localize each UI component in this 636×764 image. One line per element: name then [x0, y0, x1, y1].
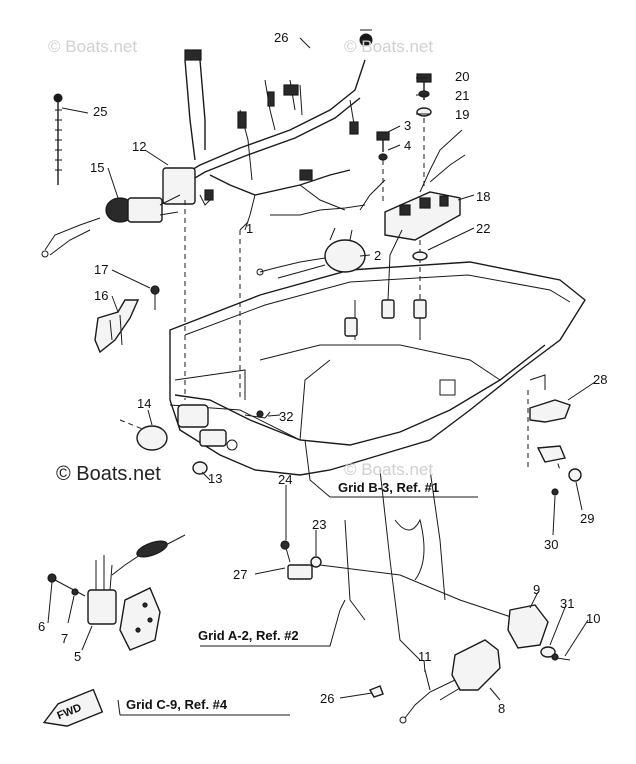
- part-number: 7: [61, 631, 69, 646]
- rectifier-18: [319, 129, 466, 301]
- clamp-28: [529, 399, 582, 496]
- part-number: 12: [132, 139, 147, 154]
- part-number: 13: [208, 471, 223, 486]
- cdi-unit-5: [47, 534, 186, 651]
- part-number: 17: [94, 262, 109, 277]
- part-number: 31: [560, 596, 575, 611]
- part-number: 22: [476, 221, 491, 236]
- part-number: 21: [455, 88, 470, 103]
- callout-grid-a2: Grid A-2, Ref. #2: [198, 628, 299, 643]
- fwd-arrow: [42, 688, 104, 727]
- part-number: 23: [312, 517, 327, 532]
- part-number: 5: [74, 649, 82, 664]
- grommet-14: [136, 425, 208, 475]
- part-number: 14: [137, 396, 152, 411]
- part-number: 16: [94, 288, 109, 303]
- bracket-23: [280, 540, 322, 580]
- part-number: 9: [533, 582, 541, 597]
- cable-25: [53, 93, 63, 185]
- part-number: 3: [404, 118, 412, 133]
- watermark: © Boats.net: [344, 37, 434, 56]
- part-number: 25: [93, 104, 108, 119]
- watermark: © Boats.net: [48, 37, 138, 56]
- part-number: 1: [246, 221, 254, 236]
- part-number: 27: [233, 567, 248, 582]
- part-number: 6: [38, 619, 46, 634]
- part-number: 15: [90, 160, 105, 175]
- part-number: 28: [593, 372, 608, 387]
- part-number: 8: [498, 701, 506, 716]
- part-leaders: [47, 37, 596, 701]
- part-number: 29: [580, 511, 595, 526]
- callout-grid-b3: Grid B-3, Ref. #1: [338, 480, 440, 495]
- part-number: 24: [278, 472, 293, 487]
- bracket-16: [94, 285, 160, 354]
- part-number: 32: [279, 409, 294, 424]
- part-number: 30: [544, 537, 559, 552]
- part-number: 26: [320, 691, 335, 706]
- part-number: 20: [455, 69, 470, 84]
- starter-relay: [256, 227, 366, 279]
- ignition-switch: [41, 194, 181, 258]
- part-number: 26: [274, 30, 289, 45]
- bottom-cowling: [169, 261, 586, 661]
- part-number: 18: [476, 189, 491, 204]
- watermark: © Boats.net: [344, 460, 434, 479]
- starter-assembly: [319, 564, 571, 724]
- wiring-harness: [162, 29, 373, 231]
- part-number: 19: [455, 107, 470, 122]
- bracket-32: [244, 410, 271, 419]
- part-number: 2: [374, 248, 382, 263]
- part-number: 11: [418, 649, 432, 664]
- callout-leaders: [117, 439, 478, 716]
- callout-grid-c9: Grid C-9, Ref. #4: [126, 697, 228, 712]
- watermark: © Boats.net: [56, 463, 161, 485]
- part-number: 4: [404, 138, 412, 153]
- part-number: 10: [586, 611, 601, 626]
